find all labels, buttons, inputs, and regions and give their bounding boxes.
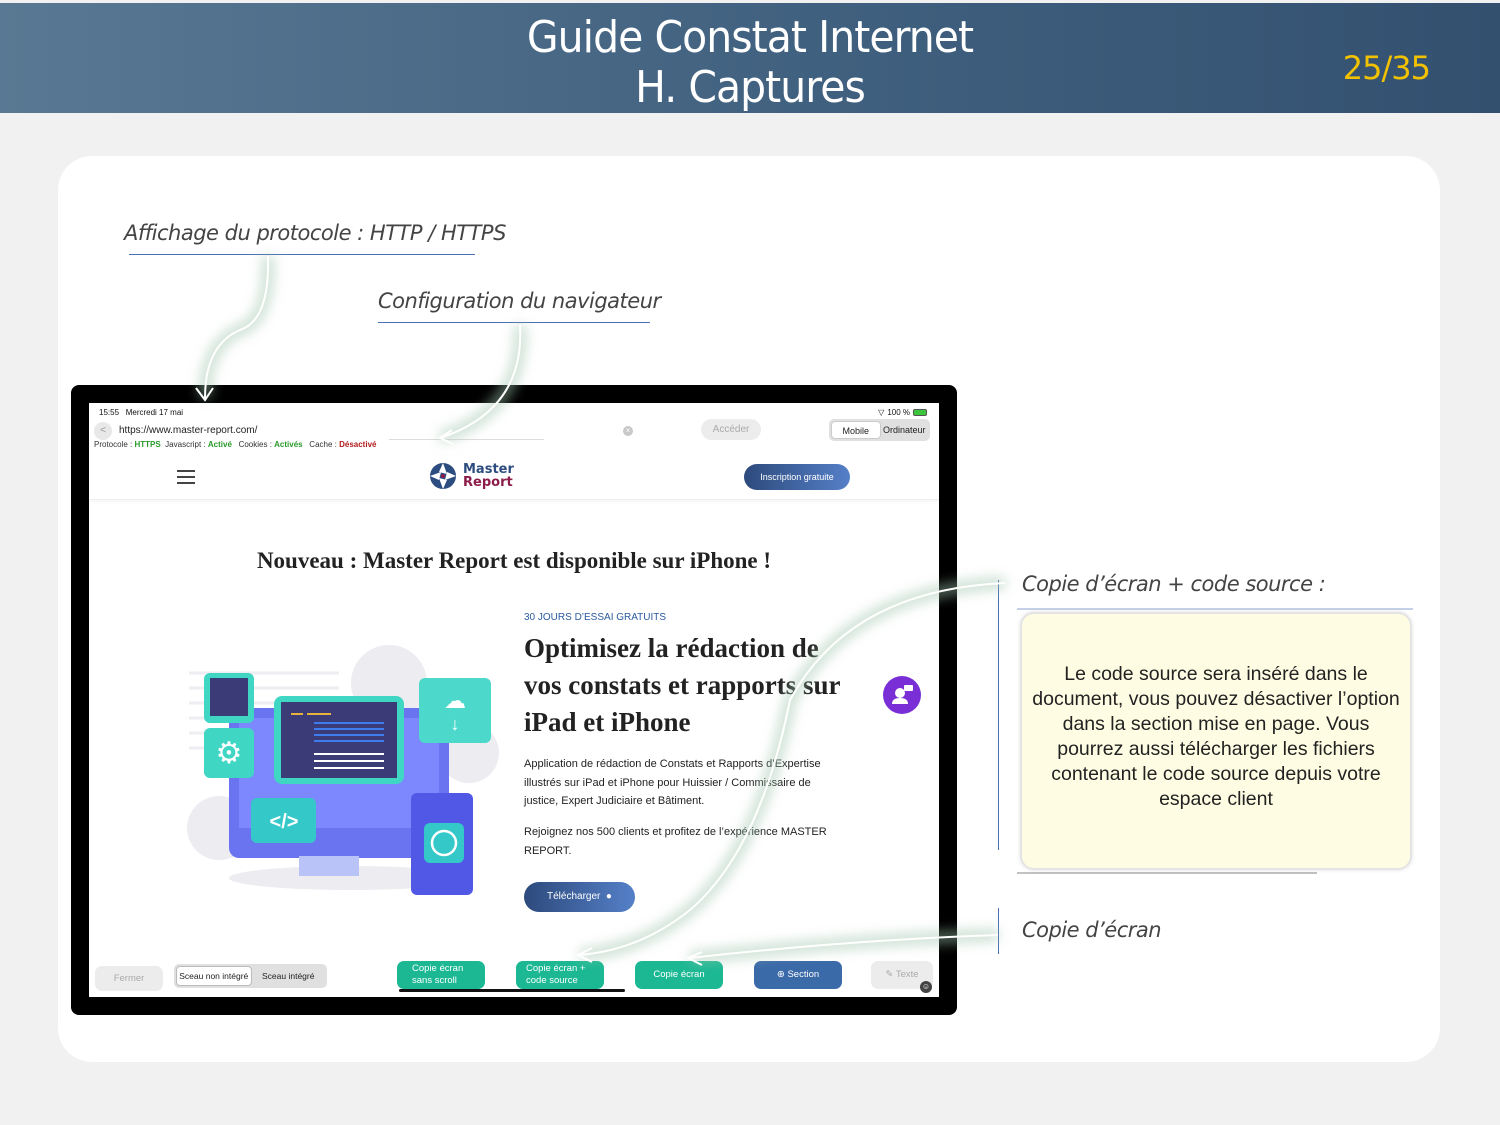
slide-header: Guide Constat Internet H. Captures 25/35 xyxy=(0,3,1500,113)
annotation-underline xyxy=(378,322,650,323)
apple-icon: ● xyxy=(603,891,612,902)
annotation-browser-config: Configuration du navigateur xyxy=(378,289,661,313)
cache-label: Cache : xyxy=(309,440,337,449)
mode-desktop[interactable]: Ordinateur xyxy=(882,425,926,435)
title-line-2: H. Captures xyxy=(635,62,866,113)
javascript-label: Javascript : xyxy=(165,440,206,449)
edit-icon: ✎ xyxy=(885,969,894,980)
annotation-protocol: Affichage du protocole : HTTP / HTTPS xyxy=(124,221,506,245)
url-input[interactable]: https://www.master-report.com/ xyxy=(119,425,258,436)
signup-button[interactable]: Inscription gratuite xyxy=(744,464,850,490)
copy-screen-button[interactable]: Copie écran xyxy=(635,961,723,989)
status-date: Mercredi 17 mai xyxy=(125,408,184,417)
menu-icon[interactable] xyxy=(177,470,195,488)
svg-text:↓: ↓ xyxy=(451,714,460,734)
annotation-bracket xyxy=(998,908,999,954)
promo-body-2: Rejoignez nos 500 clients et profitez de… xyxy=(524,826,827,857)
section-button[interactable]: ⊕ Section xyxy=(754,961,842,989)
annotation-screenshot-source: Copie d’écran + code source : xyxy=(1022,572,1326,596)
status-time: 15:55 xyxy=(99,408,120,417)
support-agent-icon xyxy=(892,685,913,704)
svg-text:</>: </> xyxy=(270,811,299,833)
site-headline: Nouveau : Master Report est disponible s… xyxy=(256,548,772,573)
logo-line-1: Master xyxy=(463,462,514,477)
copy-noscroll-button[interactable]: Copie écran sans scroll xyxy=(397,961,485,989)
go-button[interactable]: Accéder xyxy=(701,419,761,440)
close-button[interactable]: Fermer xyxy=(95,966,163,991)
info-note: Le code source sera inséré dans le docum… xyxy=(1020,612,1412,870)
title-line-1: Guide Constat Internet xyxy=(526,12,974,63)
download-button[interactable]: Télécharger ● xyxy=(524,882,635,912)
cookies-label: Cookies : xyxy=(238,440,272,449)
home-indicator xyxy=(399,989,625,992)
section-label: Section xyxy=(787,969,820,980)
annotation-underline xyxy=(129,254,475,255)
url-underline xyxy=(389,439,544,440)
mode-toggle: Mobile Ordinateur xyxy=(829,419,930,441)
mode-mobile[interactable]: Mobile xyxy=(831,421,881,439)
seal-not-embedded[interactable]: Sceau non intégré xyxy=(176,966,252,986)
wifi-icon: ▽ xyxy=(878,408,885,417)
chat-support-button[interactable] xyxy=(883,676,921,714)
clear-url-icon[interactable]: × xyxy=(623,426,633,436)
svg-text:⚙: ⚙ xyxy=(216,737,243,770)
status-right: ▽ 100 % xyxy=(878,408,927,417)
annotation-bracket xyxy=(998,580,999,850)
slide-title: Guide Constat Internet H. Captures xyxy=(53,13,1448,113)
copy-source-button[interactable]: Copie écran + code source xyxy=(516,961,604,989)
browser-config-bar: Protocole : HTTPS Javascript : Activé Co… xyxy=(94,440,376,449)
cache-value: Désactivé xyxy=(339,440,377,449)
protocol-label: Protocole : xyxy=(94,440,133,449)
battery-icon xyxy=(913,409,927,416)
emoji-icon[interactable]: ☺ xyxy=(920,981,932,993)
page-number: 25/35 xyxy=(1342,49,1431,87)
svg-text:☁: ☁ xyxy=(444,688,466,713)
logo-line-2: Report xyxy=(463,475,513,490)
promo-title: Optimisez la rédaction de vos constats e… xyxy=(524,633,840,737)
plus-circle-icon: ⊕ xyxy=(776,969,785,980)
text-label: Texte xyxy=(895,969,919,980)
cookies-value: Activés xyxy=(274,440,303,449)
protocol-value: HTTPS xyxy=(134,440,161,449)
download-label: Télécharger xyxy=(547,891,601,902)
site-navbar: Master Report Inscription gratuite xyxy=(89,456,939,500)
battery-level: 100 % xyxy=(887,408,910,417)
seal-embedded[interactable]: Sceau intégré xyxy=(262,971,315,981)
javascript-value: Activé xyxy=(207,440,232,449)
trial-label: 30 JOURS D’ESSAI GRATUITS xyxy=(524,612,667,623)
aperture-logo-icon xyxy=(430,463,456,489)
back-button[interactable]: < xyxy=(94,422,112,440)
status-bar: 15:55 Mercredi 17 mai xyxy=(99,408,183,417)
document-background xyxy=(1015,602,1415,878)
devices-illustration: ⚙ </> ☁ ↓ xyxy=(187,645,499,895)
site-logo[interactable]: Master Report xyxy=(429,462,514,490)
annotation-screenshot: Copie d’écran xyxy=(1022,918,1162,942)
tablet-screen: 15:55 Mercredi 17 mai ▽ 100 % < https://… xyxy=(89,403,939,997)
promo-body: Application de rédaction de Constats et … xyxy=(524,758,821,807)
seal-toggle: Sceau non intégré Sceau intégré xyxy=(174,964,327,988)
